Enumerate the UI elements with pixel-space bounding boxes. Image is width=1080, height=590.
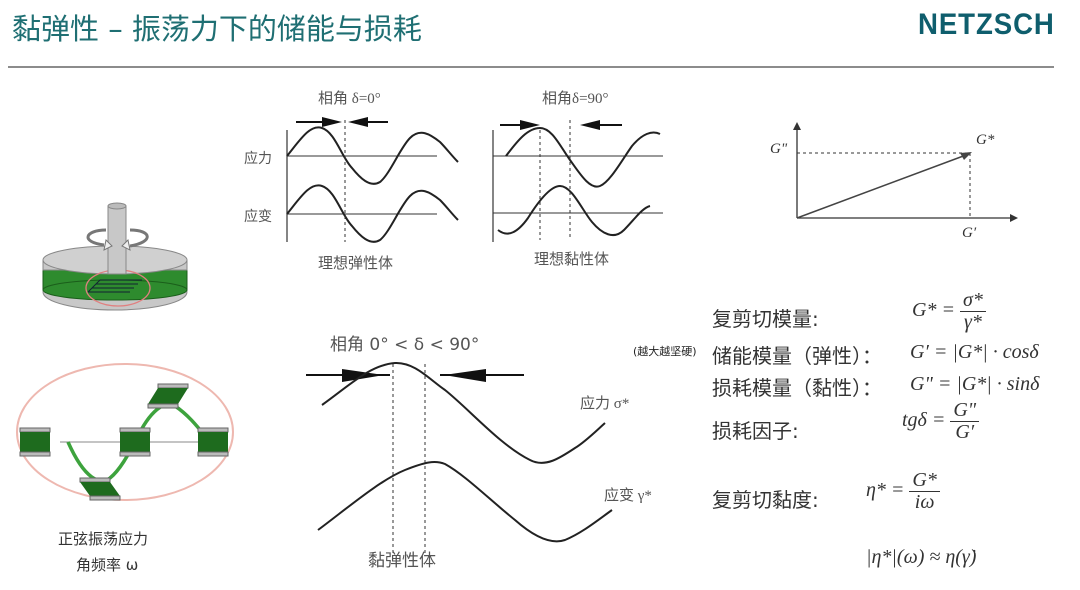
viscous-waveform [492, 120, 663, 242]
viscoelastic-waveform [306, 361, 613, 555]
vector-g-star-label: G* [976, 132, 995, 148]
page-title: 黏弹性 – 振荡力下的储能与损耗 [12, 12, 422, 46]
rheometer-caption-line2: 角频率 ω [76, 556, 139, 574]
rheometer-caption-line1: 正弦振荡应力 [58, 530, 149, 548]
elastic-stress-label: 应力 [244, 151, 272, 167]
vector-y-label: G" [770, 141, 788, 157]
complex-modulus-vector-diagram [793, 122, 1018, 222]
elastic-phase-label: 相角 δ=0° [318, 91, 381, 107]
elastic-strain-label: 应变 [244, 209, 272, 225]
elastic-caption: 理想弹性体 [318, 256, 394, 272]
complex-modulus-lhs: G* = [912, 299, 955, 322]
complex-viscosity-num: G* [909, 470, 940, 492]
netzsch-logo: NETZSCH [918, 8, 1055, 41]
loss-factor-num: G" [950, 400, 980, 422]
complex-modulus-label: 复剪切模量: [712, 307, 819, 331]
storage-modulus-label: 储能模量（弹性）： [712, 344, 882, 368]
vector-x-label: G′ [962, 225, 977, 241]
complex-modulus-formula: G* = σ*γ* [912, 290, 986, 333]
loss-modulus-label: 损耗模量（黏性）： [712, 376, 882, 400]
rheometer-plate-icon [42, 202, 188, 311]
elastic-waveform [286, 117, 459, 243]
loss-factor-lhs: tgδ = [902, 409, 946, 432]
complex-viscosity-lhs: η* = [866, 479, 905, 502]
cox-merz-formula: |η*|(ω) ≈ η(γ̇) [866, 546, 977, 568]
stiffness-note: (越大越坚硬) [633, 345, 697, 358]
loss-modulus-formula: G" = |G*| · sinδ [910, 373, 1040, 395]
viscoelastic-phase-label: 相角 0° < δ < 90° [330, 335, 480, 355]
oscillation-sine-illustration [16, 363, 234, 501]
viscoelastic-strain-label: 应变 γ* [604, 488, 652, 504]
complex-viscosity-den: iω [914, 491, 935, 513]
viscoelastic-caption: 黏弹性体 [368, 551, 436, 571]
viscous-phase-label: 相角δ=90° [542, 91, 609, 107]
complex-viscosity-formula: η* = G*iω [866, 470, 940, 513]
loss-factor-label: 损耗因子: [712, 419, 799, 443]
viscoelastic-stress-label: 应力 σ* [580, 396, 630, 412]
complex-viscosity-label: 复剪切黏度: [712, 488, 819, 512]
complex-modulus-num: σ* [959, 290, 986, 312]
sample-block [19, 427, 51, 457]
header-divider [8, 66, 1054, 68]
loss-factor-den: G′ [955, 421, 975, 443]
complex-modulus-den: γ* [963, 311, 982, 333]
viscous-caption: 理想黏性体 [534, 252, 610, 268]
storage-modulus-formula: G′ = |G*| · cosδ [910, 341, 1039, 363]
loss-factor-formula: tgδ = G"G′ [902, 400, 980, 443]
